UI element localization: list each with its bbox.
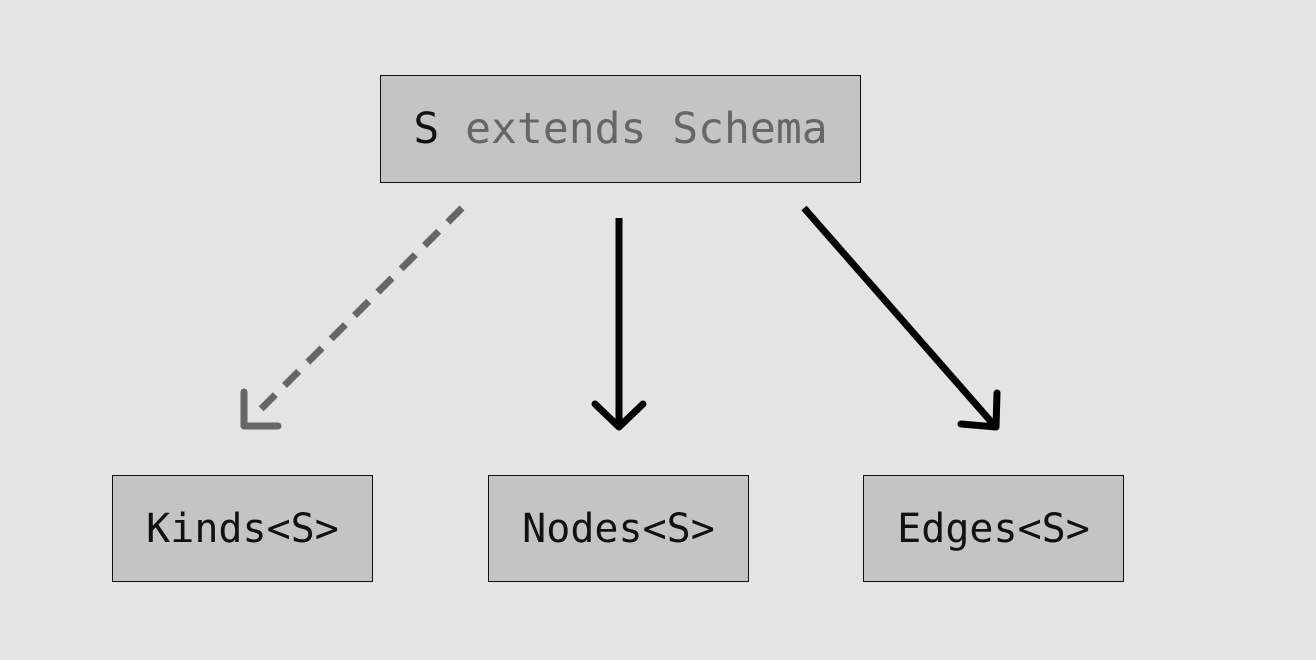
kinds-arrow [240, 205, 465, 430]
nodes-arrow [591, 218, 647, 431]
extends-keyword: extends [465, 104, 647, 154]
edges-arrow [801, 205, 1001, 431]
edges-arrowhead [957, 389, 1001, 431]
nodes-box: Nodes<S> [488, 475, 749, 582]
schema-bound: Schema [672, 104, 828, 154]
kinds-arrow-shaft [258, 205, 465, 412]
kinds-arrowhead [240, 388, 282, 430]
kinds-box: Kinds<S> [112, 475, 373, 582]
edges-arrow-shaft [801, 205, 997, 428]
kinds-label: Kinds<S> [146, 505, 339, 552]
schema-type-parameter-box: S extends Schema [380, 75, 861, 183]
nodes-arrowhead [591, 400, 647, 431]
edges-box: Edges<S> [863, 475, 1124, 582]
nodes-label: Nodes<S> [522, 505, 715, 552]
type-parameter-name: S [413, 104, 440, 154]
edges-label: Edges<S> [897, 505, 1090, 552]
